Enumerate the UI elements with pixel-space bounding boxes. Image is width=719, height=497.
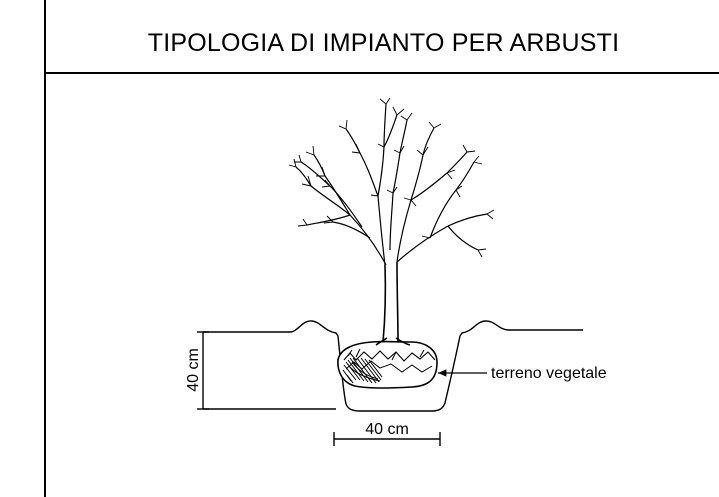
soil-hatching (342, 357, 383, 384)
width-dimension (333, 432, 441, 446)
soil-callout-label: terreno vegetale (491, 365, 607, 382)
ground-profile (203, 320, 583, 412)
drawing-title: TIPOLOGIA DI IMPIANTO PER ARBUSTI (147, 29, 620, 57)
root-ball (337, 340, 438, 389)
tree-trunk (375, 261, 411, 346)
left-border-line (44, 74, 46, 497)
tree-twigs (288, 97, 495, 258)
depth-dimension-label: 40 cm (185, 348, 202, 392)
tree-crown (295, 103, 488, 266)
width-dimension-label: 40 cm (365, 421, 409, 438)
depth-dimension (197, 331, 209, 410)
title-block: TIPOLOGIA DI IMPIANTO PER ARBUSTI (44, 0, 719, 74)
